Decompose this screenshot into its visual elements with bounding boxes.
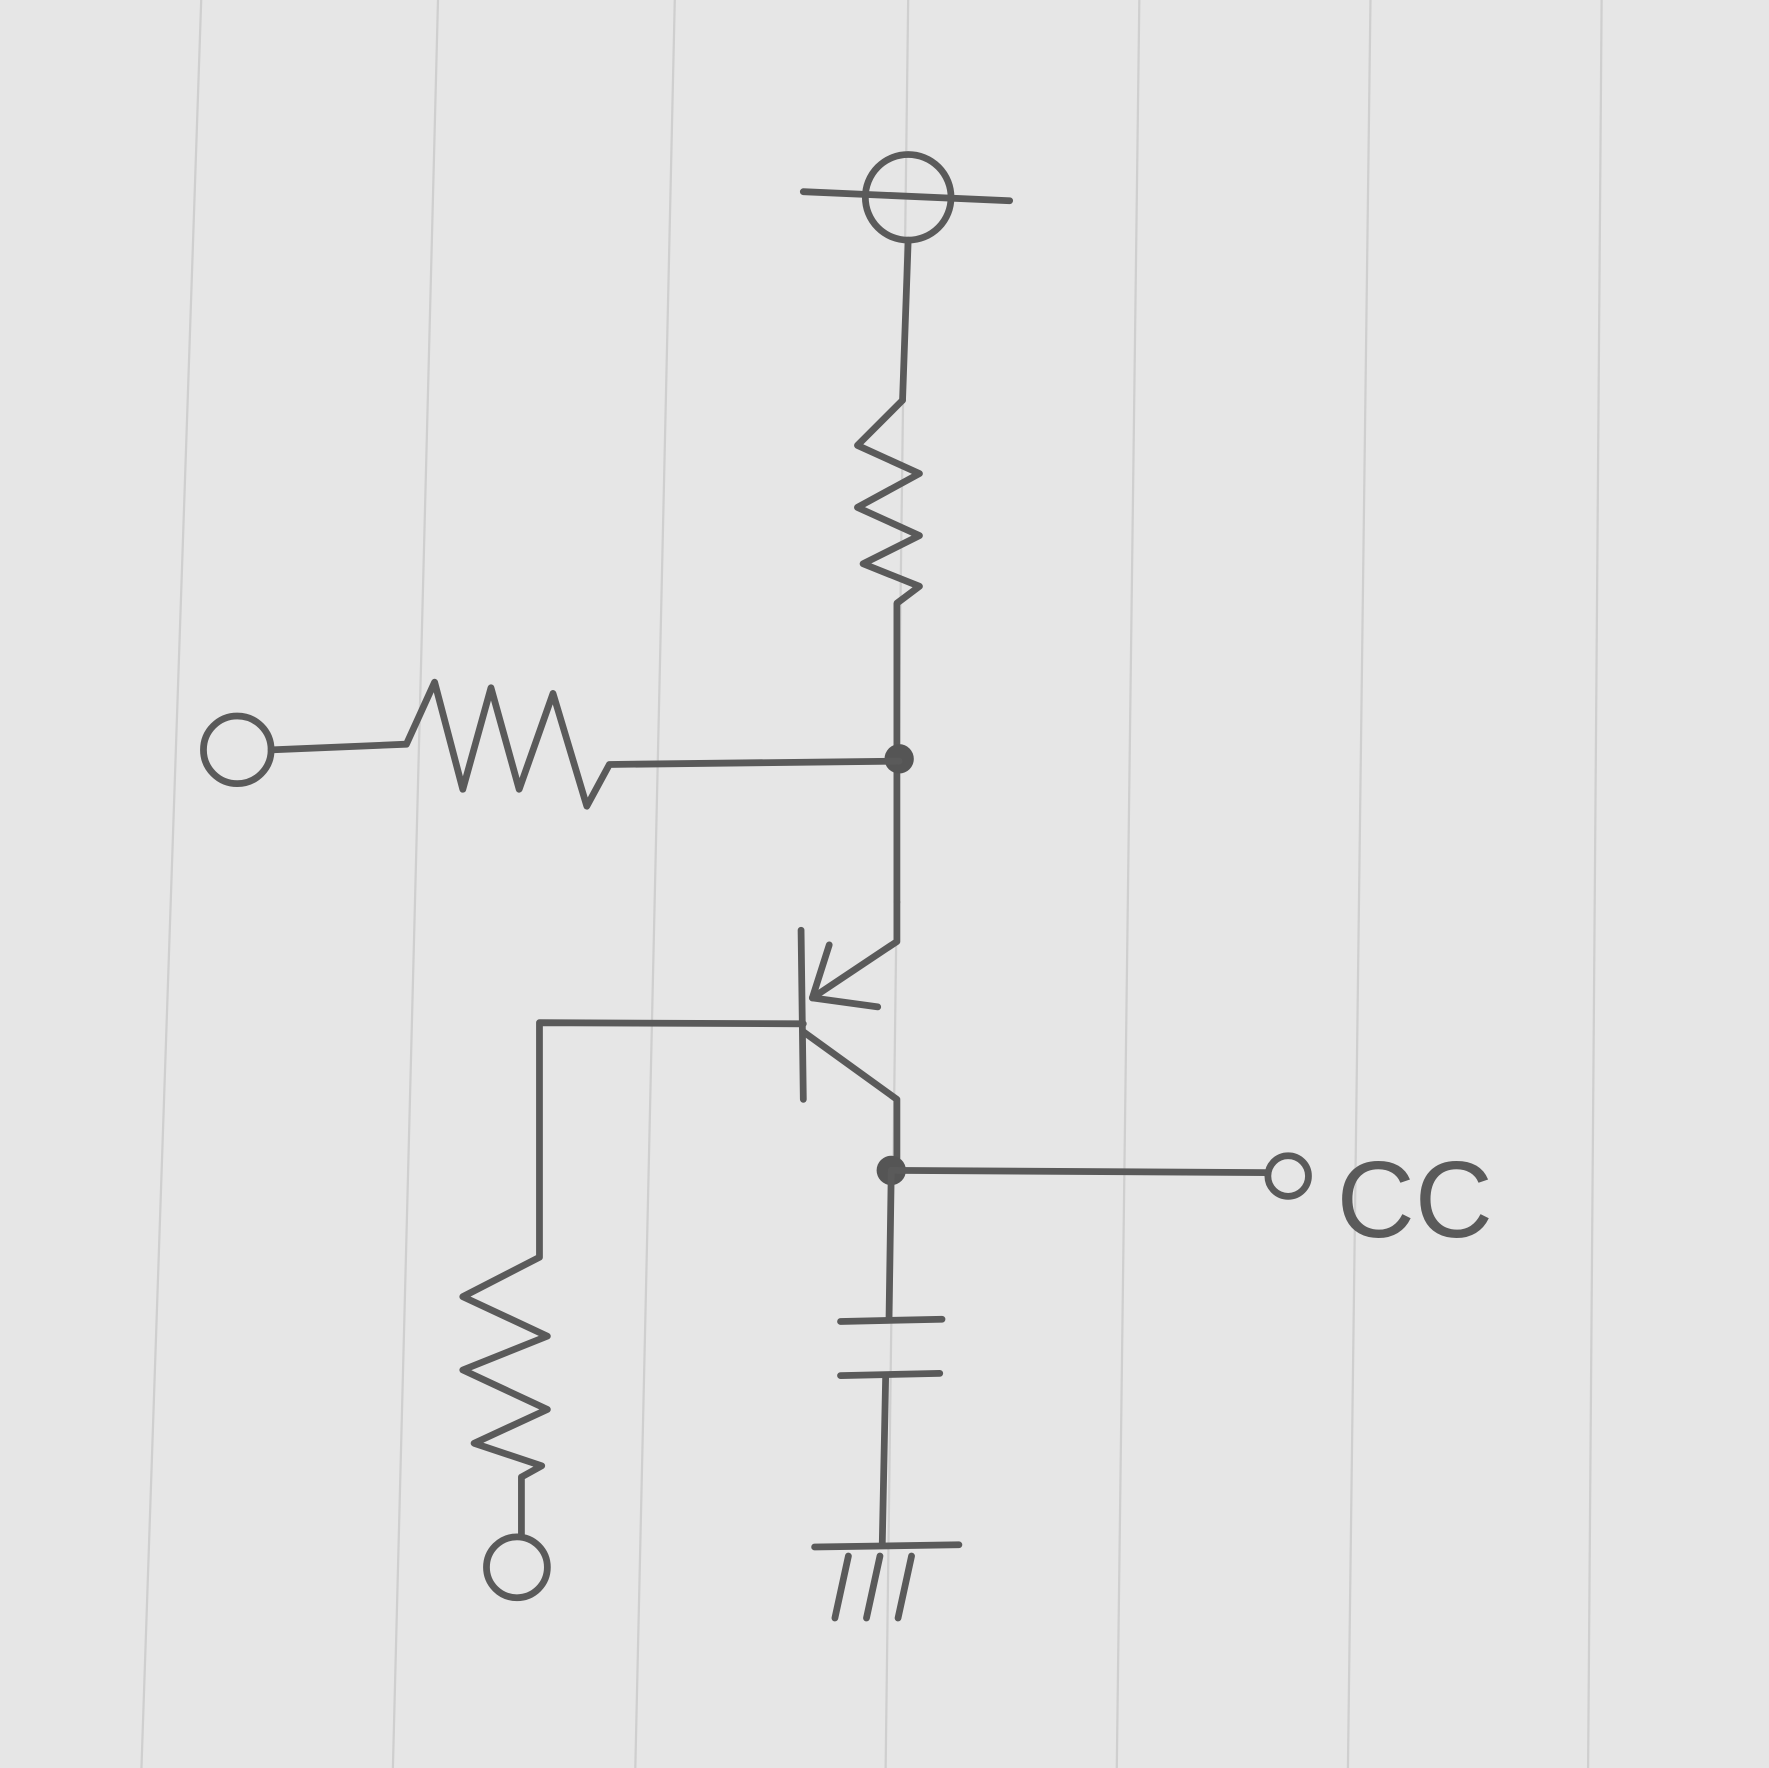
- ground-icon: [811, 1541, 963, 1622]
- paper-ruling: [140, 0, 1603, 1768]
- input-resistor: [200, 678, 903, 810]
- pnp-transistor: [797, 898, 901, 1171]
- supply-terminal: [799, 151, 1014, 404]
- output-label: CC: [1337, 1139, 1493, 1260]
- capacitor: [837, 1167, 946, 1549]
- base-resistor: [459, 1019, 807, 1602]
- emitter-arrow-icon: [808, 941, 882, 1011]
- output-terminal: CC: [887, 1139, 1493, 1260]
- collector-resistor: [854, 396, 923, 906]
